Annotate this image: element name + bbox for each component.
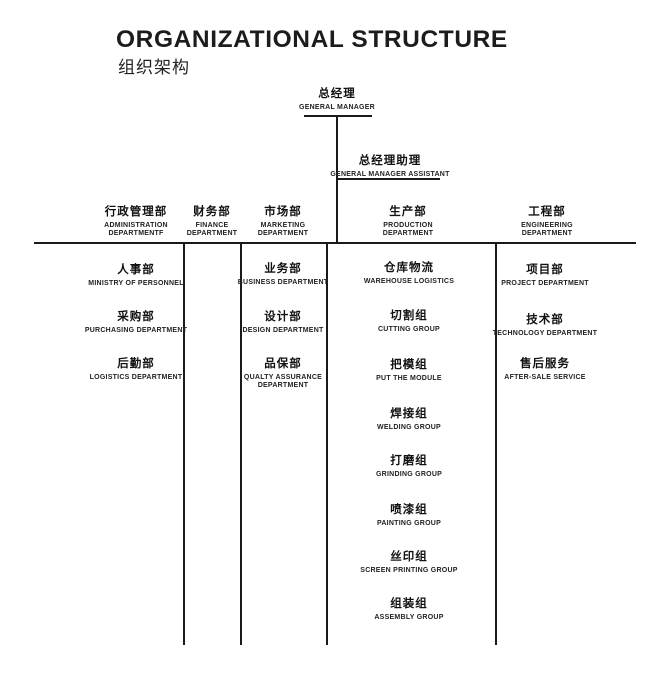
node-purchasing-zh: 采购部	[117, 311, 155, 323]
node-logistics: 后勤部 LOGISTICS DEPARTMENT	[71, 358, 201, 382]
assistant-underline	[337, 178, 440, 180]
node-purchasing-en: PURCHASING DEPARTMENT	[84, 327, 188, 334]
node-painting-group: 喷漆组 PAINTING GROUP	[329, 504, 489, 528]
node-screen-printing-group: 丝印组 SCREEN PRINTING GROUP	[329, 551, 489, 575]
node-technology-en: TECHNOLOGY DEPARTMENT	[492, 330, 598, 337]
page-subtitle: 组织架构	[118, 58, 190, 77]
node-warehouse-logistics-zh: 仓库物流	[384, 262, 434, 274]
node-painting-group-en: PAINTING GROUP	[376, 520, 442, 527]
dept-production-zh: 生产部	[389, 206, 427, 218]
node-design-zh: 设计部	[264, 311, 302, 323]
node-warehouse-logistics-en: WAREHOUSE LOGISTICS	[363, 278, 455, 285]
node-cutting-group-zh: 切割组	[390, 310, 428, 322]
gm-trunk-line	[336, 116, 338, 244]
node-warehouse-logistics: 仓库物流 WAREHOUSE LOGISTICS	[329, 262, 489, 286]
node-purchasing: 采购部 PURCHASING DEPARTMENT	[71, 311, 201, 335]
divider-admin-finance	[183, 243, 185, 645]
node-logistics-en: LOGISTICS DEPARTMENT	[89, 374, 183, 381]
node-personnel-zh: 人事部	[117, 264, 155, 276]
dept-administration-en1: ADMINISTRATION	[104, 222, 168, 229]
divider-production-engineering	[495, 243, 497, 645]
node-painting-group-zh: 喷漆组	[390, 504, 428, 516]
node-screen-printing-group-en: SCREEN PRINTING GROUP	[360, 567, 458, 574]
node-gm-assistant-zh: 总经理助理	[358, 155, 422, 167]
dept-marketing-en2: DEPARTMENT	[257, 229, 309, 237]
node-project: 项目部 PROJECT DEPARTMENT	[475, 264, 615, 288]
node-grinding-group: 打磨组 GRINDING GROUP	[329, 455, 489, 479]
node-business: 业务部 BUSINESS DEPARTMENT	[227, 263, 339, 287]
node-design: 设计部 DESIGN DEPARTMENT	[227, 311, 339, 335]
node-quality-assurance-zh: 品保部	[264, 358, 302, 370]
node-assembly-group: 组装组 ASSEMBLY GROUP	[329, 598, 489, 622]
node-gm-assistant-en: GENERAL MANAGER ASSISTANT	[330, 171, 450, 178]
node-general-manager-en: GENERAL MANAGER	[299, 104, 375, 111]
node-cutting-group-en: CUTTING GROUP	[378, 326, 440, 333]
divider-finance-marketing	[240, 243, 242, 645]
node-module-group-en: PUT THE MODULE	[376, 375, 442, 382]
node-gm-assistant: 总经理助理 GENERAL MANAGER ASSISTANT	[328, 155, 452, 179]
node-welding-group-en: WELDING GROUP	[377, 424, 441, 431]
node-project-zh: 项目部	[526, 264, 564, 276]
dept-marketing-en1: MARKETING	[260, 222, 306, 229]
page-title: ORGANIZATIONAL STRUCTURE	[116, 26, 508, 53]
node-technology-zh: 技术部	[526, 314, 564, 326]
node-after-sale-zh: 售后服务	[520, 358, 570, 370]
node-general-manager: 总经理 GENERAL MANAGER	[277, 88, 397, 112]
node-project-en: PROJECT DEPARTMENT	[501, 280, 589, 287]
node-assembly-group-zh: 组装组	[390, 598, 428, 610]
node-logistics-zh: 后勤部	[117, 358, 155, 370]
node-welding-group: 焊接组 WELDING GROUP	[329, 408, 489, 432]
dept-production-en1: PRODUCTION	[383, 222, 433, 229]
dept-marketing-zh: 市场部	[264, 206, 302, 218]
dept-finance-en2: DEPARTMENT	[186, 229, 238, 237]
dept-administration-zh: 行政管理部	[104, 206, 168, 218]
department-rail-line	[34, 242, 636, 244]
node-screen-printing-group-zh: 丝印组	[390, 551, 428, 563]
node-technology: 技术部 TECHNOLOGY DEPARTMENT	[475, 314, 615, 338]
node-cutting-group: 切割组 CUTTING GROUP	[329, 310, 489, 334]
node-module-group-zh: 把模组	[390, 359, 428, 371]
node-quality-assurance-en: QUALTY ASSURANCE DEPARTMENT	[243, 374, 323, 389]
node-quality-assurance: 品保部 QUALTY ASSURANCE DEPARTMENT	[233, 358, 333, 390]
dept-engineering-en1: ENGINEERING	[521, 222, 573, 229]
node-assembly-group-en: ASSEMBLY GROUP	[374, 614, 444, 621]
dept-finance-en1: FINANCE	[195, 222, 229, 229]
node-business-en: BUSINESS DEPARTMENT	[237, 279, 329, 286]
dept-finance-zh: 财务部	[193, 206, 231, 218]
dept-engineering-en2: DEPARTMENT	[521, 229, 573, 237]
node-grinding-group-en: GRINDING GROUP	[375, 471, 443, 478]
node-personnel: 人事部 MINISTRY OF PERSONNEL	[71, 264, 201, 288]
dept-production-en2: DEPARTMENT	[382, 229, 434, 237]
node-grinding-group-zh: 打磨组	[390, 455, 428, 467]
divider-marketing-production	[326, 243, 328, 645]
node-welding-group-zh: 焊接组	[390, 408, 428, 420]
node-business-zh: 业务部	[264, 263, 302, 275]
node-after-sale-en: AFTER-SALE SERVICE	[504, 374, 586, 381]
dept-engineering-zh: 工程部	[528, 206, 566, 218]
node-module-group: 把模组 PUT THE MODULE	[329, 359, 489, 383]
node-after-sale: 售后服务 AFTER-SALE SERVICE	[475, 358, 615, 382]
node-design-en: DESIGN DEPARTMENT	[242, 327, 324, 334]
gm-underline	[304, 115, 372, 117]
node-personnel-en: MINISTRY OF PERSONNEL	[88, 280, 184, 287]
node-general-manager-zh: 总经理	[318, 88, 356, 100]
dept-administration-en2: DEPARTMENTF	[108, 229, 164, 237]
